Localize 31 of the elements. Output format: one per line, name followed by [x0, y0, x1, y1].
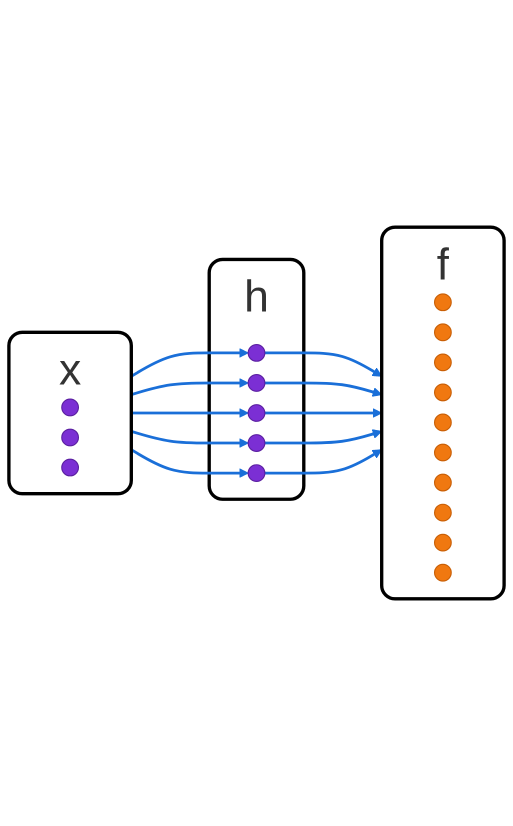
node-circle: [434, 353, 452, 372]
arrow: [264, 352, 382, 377]
node-circle: [434, 444, 452, 462]
node-circle: [434, 474, 452, 492]
node-circle: [434, 414, 452, 432]
node-circle: [61, 398, 79, 416]
arrow: [130, 448, 249, 478]
cluster: x: [7, 330, 133, 496]
node-circle: [434, 504, 452, 522]
node-circle: [434, 384, 452, 402]
cluster: f: [380, 226, 506, 600]
arrow: [264, 382, 382, 397]
arrow: [264, 429, 382, 444]
arrow: [130, 378, 249, 396]
node-circle: [61, 428, 79, 446]
arrow: [264, 408, 382, 418]
arrow: [131, 408, 249, 418]
node-circle: [248, 374, 266, 392]
arrow: [130, 430, 249, 448]
node-circle: [434, 534, 452, 552]
node-circle: [434, 564, 452, 582]
node-circle: [248, 404, 266, 422]
arrow: [264, 449, 382, 474]
node-circle: [61, 458, 79, 476]
node-circle: [248, 464, 266, 482]
node-circle: [434, 293, 452, 312]
cluster: h: [208, 258, 306, 501]
node-circle: [434, 323, 452, 342]
node-circle: [248, 434, 266, 452]
node-circle: [248, 344, 266, 362]
arrow: [130, 348, 249, 378]
